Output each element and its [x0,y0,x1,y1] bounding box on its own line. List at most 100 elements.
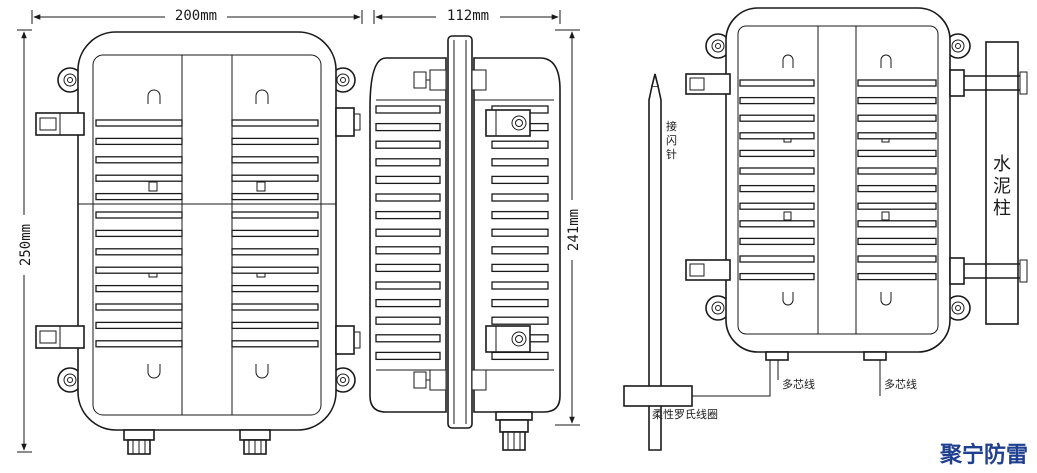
pole-clamp-bottom [949,257,1028,285]
front-heatsink-fins [95,119,319,348]
side-fin-left-left-2 [375,122,441,132]
front-view [35,31,361,455]
side-fins-right [491,105,549,361]
front-fin-right-9 [231,266,319,274]
install-fin-left-4 [739,132,815,140]
install-fin-right-2 [857,96,937,105]
install-fin-right-1 [857,79,937,87]
install-fin-right-5 [857,149,937,158]
side-fin-left-left-10 [375,263,441,273]
front-cable-gland-right [239,429,271,455]
install-fin-left-2 [739,96,815,105]
side-fin-left-left-4 [375,158,441,167]
side-fin-right-left-12 [491,298,549,308]
installation-view: 接 闪 针 柔性罗氏线圈 多芯线 多芯线 [623,7,1028,451]
install-fin-right-11 [857,255,937,263]
front-fin-left-10 [95,284,183,293]
side-fin-left-left-14 [375,334,441,343]
side-fin-right-left-15 [491,351,549,361]
front-cable-gland-left [123,429,155,455]
install-fin-right-9 [857,220,937,228]
install-fin-left-12 [739,272,815,281]
front-fin-right-2 [231,137,319,146]
side-clamp-bottom [485,325,531,353]
front-fin-left-2 [95,137,183,146]
lightning-rod-label-2: 闪 [666,133,677,147]
front-fin-left-7 [95,229,183,238]
front-fin-left-1 [95,119,183,127]
install-fin-right-3 [857,114,937,122]
front-fin-right-1 [231,119,319,127]
install-fin-left-1 [739,79,815,87]
side-fin-right-left-8 [491,228,549,237]
side-fin-right-left-9 [491,246,549,255]
front-fin-left-5 [95,192,183,201]
side-fin-left-left-9 [375,246,441,255]
dim-width-front: 200mm [31,7,363,24]
side-fin-left-left-11 [375,281,441,290]
side-fin-left-left-3 [375,140,441,149]
dim-height-side: 241mm [555,29,584,426]
install-fin-left-8 [739,202,815,210]
side-height-label: 241mm [566,209,582,251]
install-housing-inner [737,25,939,335]
front-bracket-top [35,112,85,136]
depth-label: 112mm [447,8,489,24]
install-heatsink-fins [739,79,937,281]
front-fin-right-8 [231,248,319,256]
front-housing-outer [77,31,337,431]
rogowski-coil-label: 柔性罗氏线圈 [652,407,718,421]
front-fin-right-5 [231,192,319,201]
side-fin-right-left-6 [491,193,549,202]
side-view [369,35,561,451]
lightning-rod-label-3: 针 [666,147,677,161]
front-fin-right-12 [231,321,319,330]
install-fin-right-8 [857,202,937,210]
side-fin-right-left-13 [491,316,549,325]
install-fin-left-6 [739,167,815,175]
pole-clamp-top [949,69,1028,97]
front-fin-right-4 [231,174,319,182]
side-clamp-top [485,109,531,137]
side-fins-left [375,105,441,361]
lightning-rod-label-1: 接 [666,120,677,133]
side-fin-left-left-13 [375,316,441,325]
concrete-pole-label-3: 柱 [993,198,1011,219]
front-fin-left-3 [95,156,183,164]
front-lugs [57,67,356,393]
install-fin-left-5 [739,149,815,158]
rogowski-coil [623,385,693,407]
width-label: 200mm [175,8,217,24]
front-fin-right-13 [231,340,319,348]
install-fin-right-6 [857,167,937,175]
front-fin-right-6 [231,211,319,219]
side-fin-right-left-3 [491,140,549,149]
side-fin-right-left-7 [491,210,549,220]
front-bracket-bottom [35,325,85,349]
height-label: 250mm [18,224,34,266]
side-fin-left-left-8 [375,228,441,237]
side-fin-right-left-11 [491,281,549,290]
side-fin-left-left-12 [375,298,441,308]
front-fin-right-10 [231,284,319,293]
concrete-pole [985,41,1019,325]
side-fin-left-left-5 [375,175,441,185]
front-fin-left-9 [95,266,183,274]
front-fin-left-6 [95,211,183,219]
side-fin-left-left-15 [375,351,441,361]
front-housing-inner [92,54,322,416]
multicore-cable-label-2: 多芯线 [884,377,917,391]
side-fin-right-left-5 [491,175,549,185]
front-fin-right-3 [231,156,319,164]
front-fin-left-4 [95,174,183,182]
install-fin-left-11 [739,255,815,263]
brand-logo: 聚宁防雷 [939,442,1028,468]
side-fin-left-left-7 [375,210,441,220]
side-fin-left-left-6 [375,193,441,202]
install-fin-right-4 [857,132,937,140]
front-fin-left-12 [95,321,183,330]
concrete-pole-label-2: 泥 [993,176,1011,197]
install-fin-right-10 [857,237,937,246]
